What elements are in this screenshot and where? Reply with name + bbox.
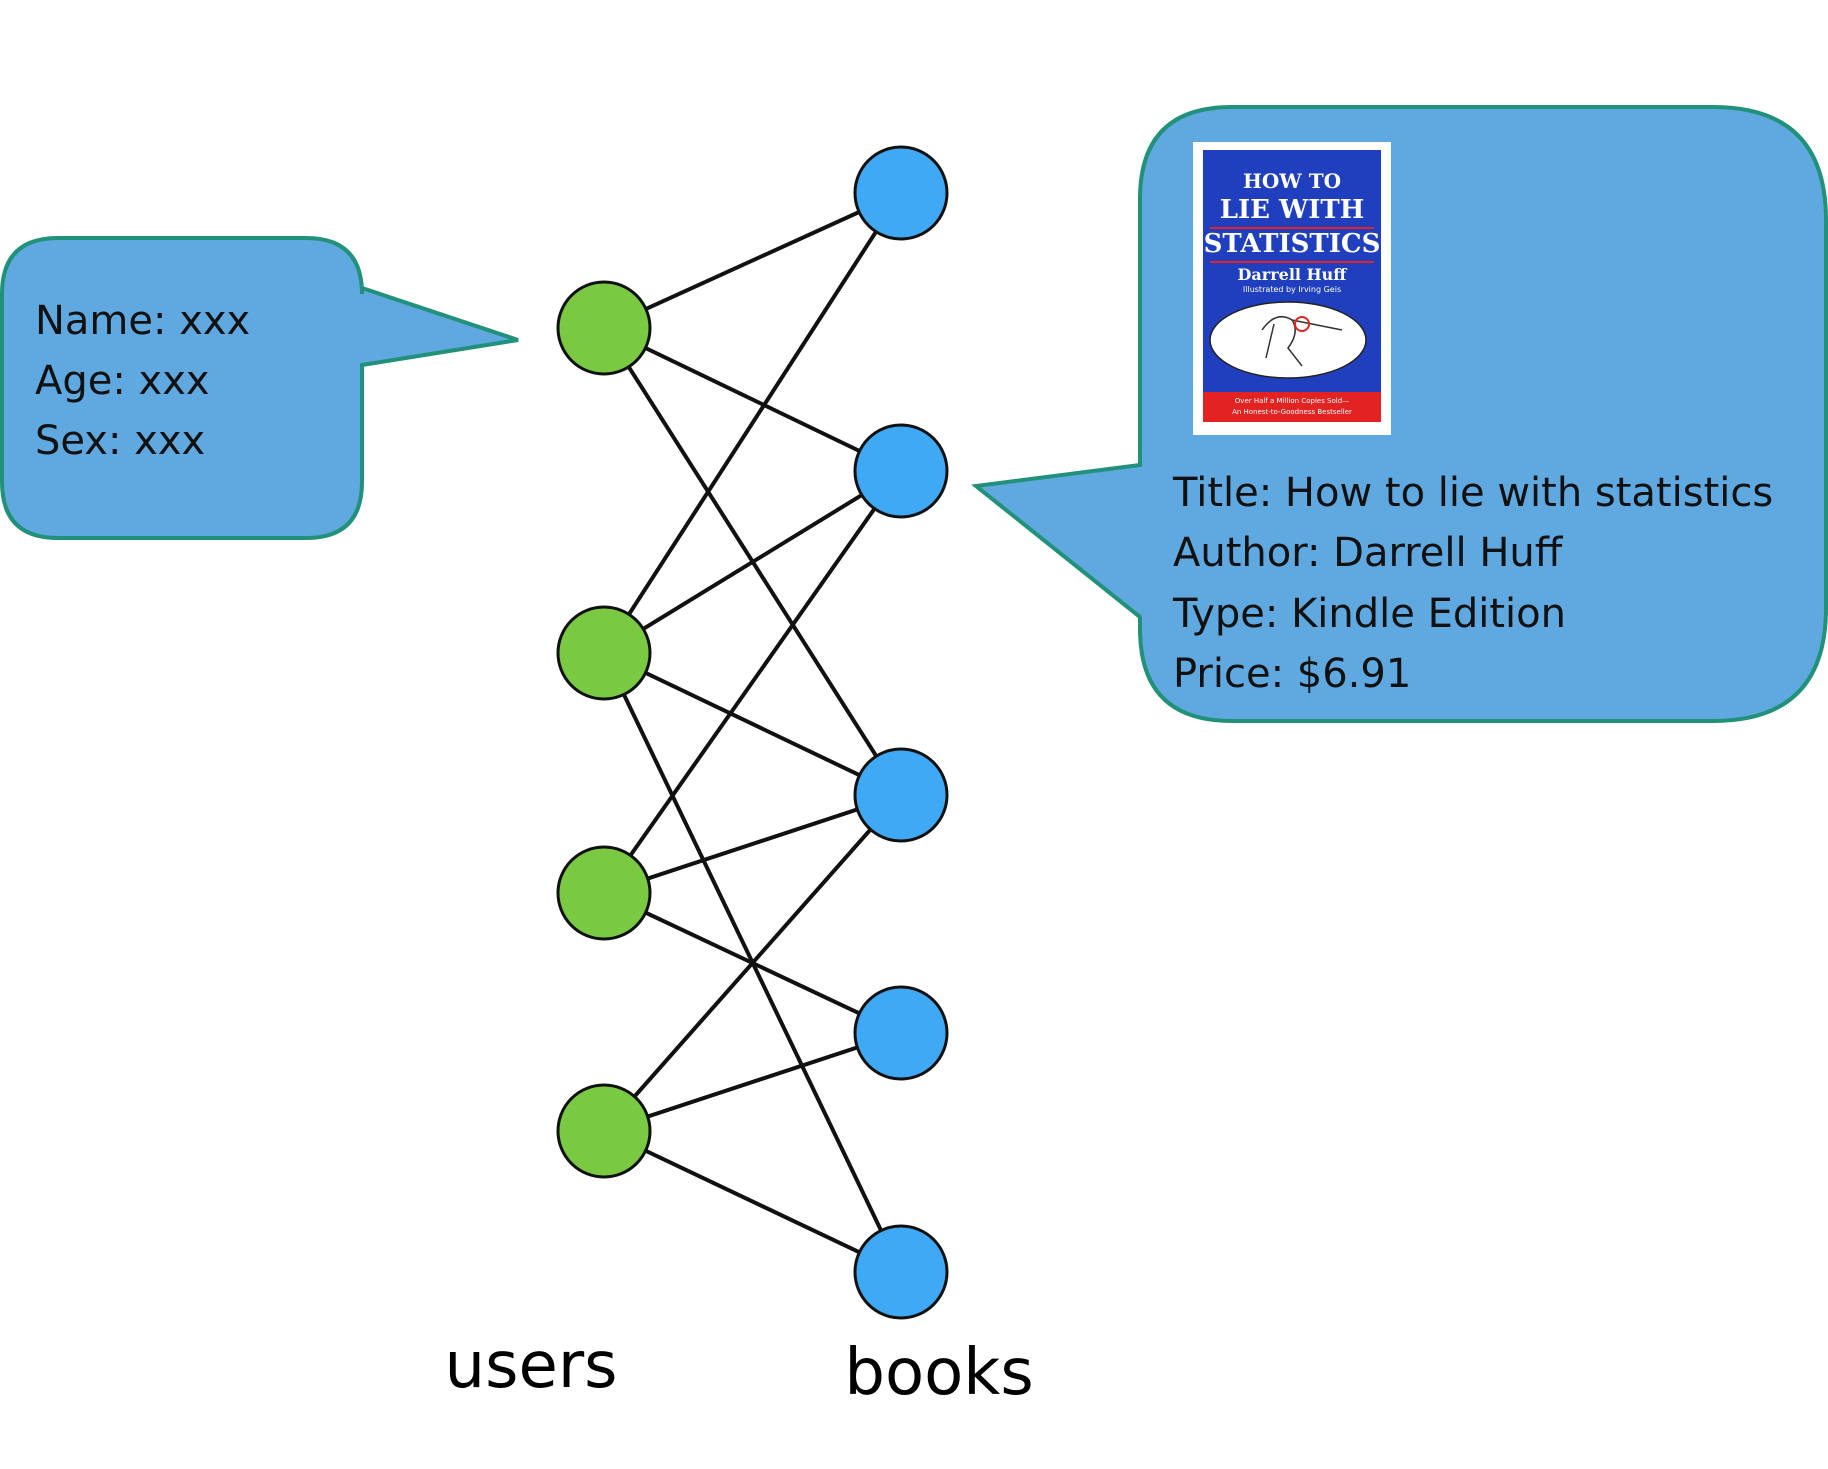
user-name-text: Name: xxx [35,298,250,344]
book-info-callout: HOW TO LIE WITH STATISTICS Darrell Huff … [971,105,1828,723]
users-label: users [445,1329,618,1403]
edge-user1-book1 [603,191,902,330]
book-node-5 [853,1224,949,1320]
book-type-text: Type: Kindle Edition [1172,591,1566,637]
user-age-text: Age: xxx [35,358,210,404]
user-node-2 [556,605,652,701]
book-cover-image: HOW TO LIE WITH STATISTICS Darrell Huff … [1193,142,1391,435]
book-node-1 [853,145,949,241]
edge-user4-book5 [603,1129,902,1274]
books-label: books [844,1336,1033,1410]
user-node-1 [556,280,652,376]
book-author-text: Author: Darrell Huff [1173,530,1564,576]
cover-illustrator: Illustrated by Irving Geis [1243,285,1341,294]
edge-user4-book4 [603,1031,902,1133]
user-info-callout: Name: xxx Age: xxx Sex: xxx [0,236,519,540]
edge-user2-book2 [602,469,903,655]
graph-nodes [556,145,949,1320]
edge-user2-book3 [603,651,902,797]
user-node-4 [556,1083,652,1179]
user-sex-text: Sex: xxx [35,418,205,464]
cover-title-line3: STATISTICS [1204,229,1381,259]
graph-edges [602,191,903,1274]
user-node-3 [556,845,652,941]
edge-user2-book1 [602,191,903,655]
book-callout-bubble [971,105,1828,723]
cover-title-line2: LIE WITH [1220,195,1365,225]
edge-user4-book3 [602,793,903,1133]
book-node-3 [853,747,949,843]
cover-author: Darrell Huff [1238,265,1348,284]
cover-footer-line2: An Honest-to-Goodness Bestseller [1232,408,1352,416]
cover-illustration [1209,301,1367,379]
book-title-text: Title: How to lie with statistics [1172,470,1773,516]
cover-footer-line1: Over Half a Million Copies Sold— [1235,397,1349,405]
book-node-2 [853,423,949,519]
edge-user1-book2 [603,326,902,473]
user-callout-bubble [0,236,519,540]
book-node-4 [853,985,949,1081]
edge-user3-book3 [603,793,902,895]
cover-title-line1: HOW TO [1243,169,1341,193]
book-price-text: Price: $6.91 [1173,651,1411,697]
edge-user3-book2 [602,469,903,895]
